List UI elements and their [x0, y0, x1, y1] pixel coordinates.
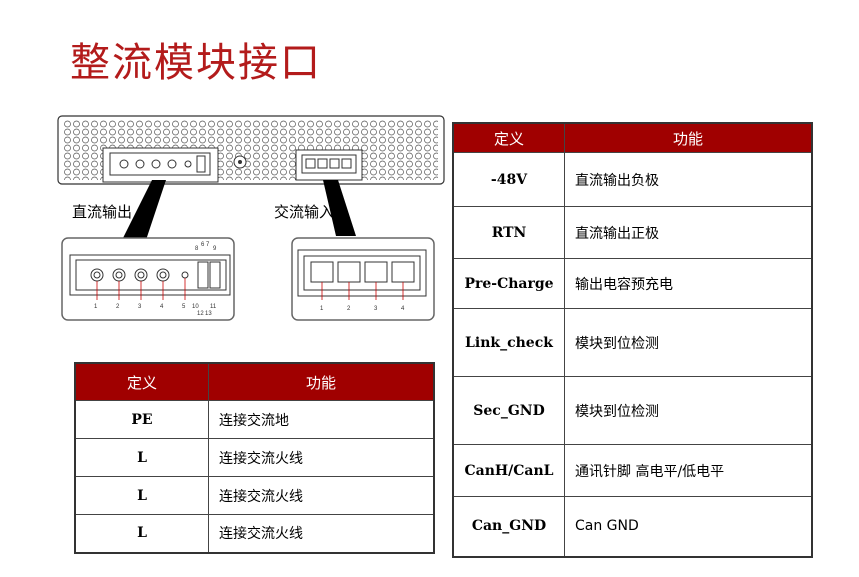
pin-function: 连接交流火线 [208, 438, 435, 477]
pin-definition: RTN [452, 206, 565, 259]
ac-connector-detail [291, 237, 435, 321]
pin-definition: -48V [452, 152, 565, 207]
dc-pin-table: 定义 功能 -48V 直流输出负极 RTN 直流输出正极 Pre-Charge … [452, 122, 813, 558]
ac-pin-table: 定义 功能 PE 连接交流地 L 连接交流火线 L 连接交流火线 L 连接交流火… [74, 362, 435, 554]
dc-pin-labels: 1 2 3 4 5 10 11 12 13 8 6 7 9 [94, 242, 217, 317]
pin-label: 3 [374, 306, 378, 312]
table-row: PE 连接交流地 [74, 400, 435, 439]
pin-label: 8 [195, 246, 199, 252]
pin-label: 9 [213, 246, 217, 252]
pin-function: Can GND [564, 496, 813, 557]
pin-definition: Pre-Charge [452, 258, 565, 309]
module-front-panel [57, 115, 445, 185]
pin-label: 13 [205, 311, 212, 317]
table-row: Link_check 模块到位检测 [452, 308, 813, 377]
table-row: RTN 直流输出正极 [452, 206, 813, 259]
pin-definition: Can_GND [452, 496, 565, 557]
pin-function: 输出电容预充电 [564, 258, 813, 309]
pin-label: 3 [138, 304, 142, 310]
pin-label: 2 [347, 306, 351, 312]
pin-label: 4 [401, 306, 405, 312]
table-row: Pre-Charge 输出电容预充电 [452, 258, 813, 309]
pin-label: 6 [201, 242, 205, 248]
pin-function: 模块到位检测 [564, 376, 813, 445]
table-row: CanH/CanL 通讯针脚 高电平/低电平 [452, 444, 813, 497]
pin-function: 模块到位检测 [564, 308, 813, 377]
ac-input-label: 交流输入 [274, 203, 335, 221]
dc-connector-detail [61, 237, 235, 321]
page-title: 整流模块接口 [70, 40, 322, 86]
pin-label: 7 [206, 242, 210, 248]
pin-label: 11 [210, 304, 217, 310]
pin-label: 4 [160, 304, 164, 310]
pin-definition: PE [74, 400, 209, 439]
pin-function: 连接交流火线 [208, 514, 435, 553]
pin-label: 1 [94, 304, 98, 310]
pin-function: 连接交流火线 [208, 476, 435, 515]
pin-definition: L [74, 514, 209, 553]
table-header-row: 定义 功能 [452, 122, 813, 153]
table-row: Sec_GND 模块到位检测 [452, 376, 813, 445]
header-definition: 定义 [74, 362, 209, 401]
header-function: 功能 [564, 122, 813, 153]
pin-function: 直流输出负极 [564, 152, 813, 207]
table-row: L 连接交流火线 [74, 476, 435, 515]
table-header-row: 定义 功能 [74, 362, 435, 401]
table-row: L 连接交流火线 [74, 514, 435, 553]
ac-pin-labels: 1 2 3 4 [320, 306, 405, 312]
pin-function: 直流输出正极 [564, 206, 813, 259]
dc-output-label: 直流输出 [72, 203, 133, 221]
pin-label: 2 [116, 304, 120, 310]
pin-label: 12 [197, 311, 204, 317]
pin-definition: L [74, 476, 209, 515]
table-row: L 连接交流火线 [74, 438, 435, 477]
header-definition: 定义 [452, 122, 565, 153]
pin-label: 10 [192, 304, 199, 310]
header-function: 功能 [208, 362, 435, 401]
pin-definition: L [74, 438, 209, 477]
table-row: -48V 直流输出负极 [452, 152, 813, 207]
pin-function: 连接交流地 [208, 400, 435, 439]
pin-label: 5 [182, 304, 186, 310]
pin-definition: Link_check [452, 308, 565, 377]
pin-definition: CanH/CanL [452, 444, 565, 497]
table-row: Can_GND Can GND [452, 496, 813, 557]
pin-function: 通讯针脚 高电平/低电平 [564, 444, 813, 497]
pin-label: 1 [320, 306, 324, 312]
pin-definition: Sec_GND [452, 376, 565, 445]
